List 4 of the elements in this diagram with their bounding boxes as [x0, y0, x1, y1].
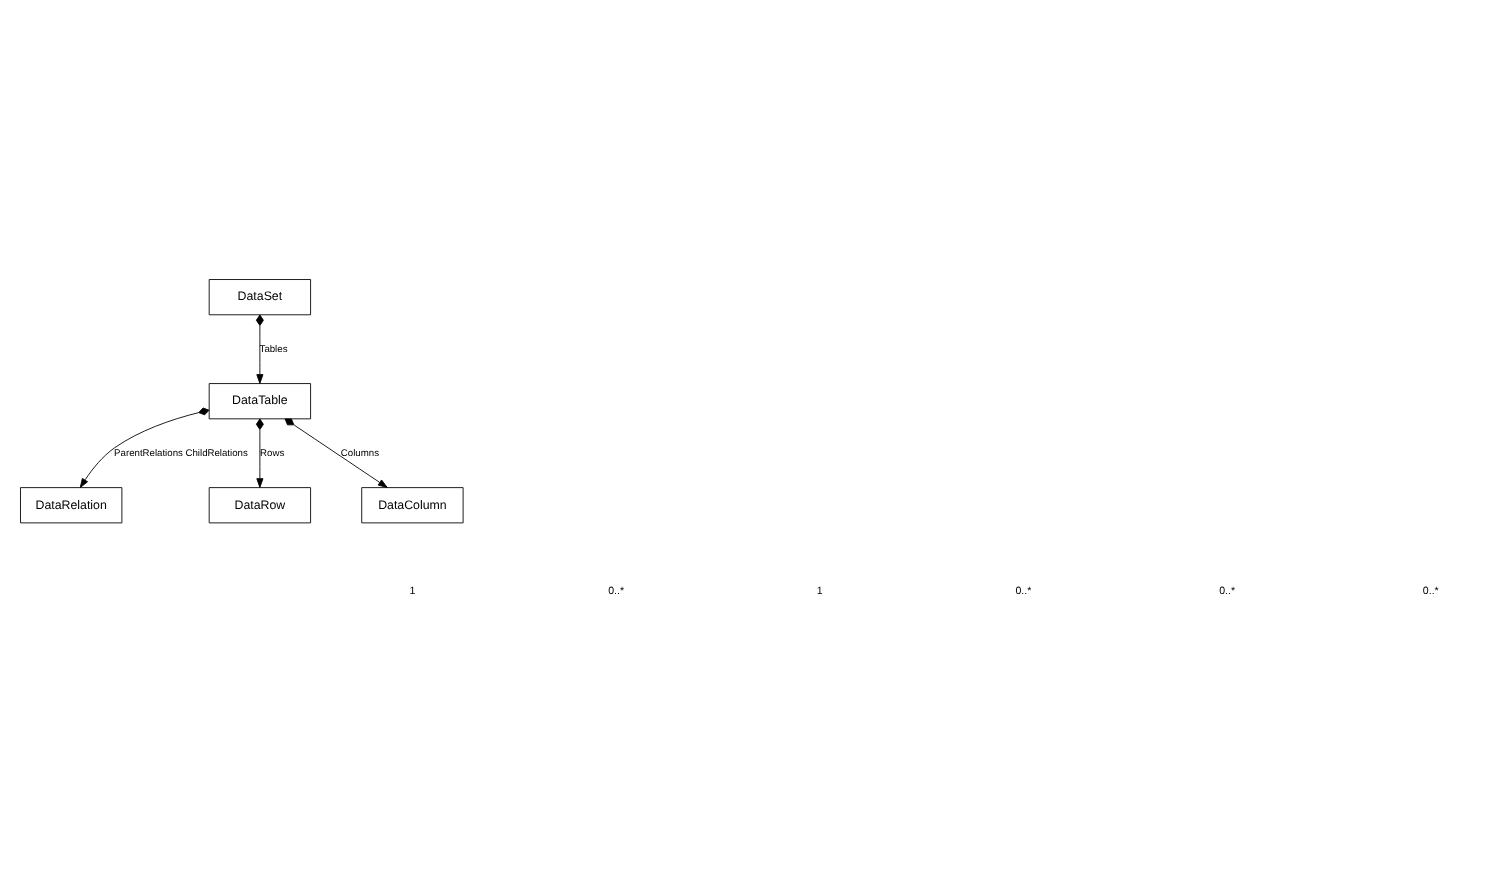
arrow	[79, 406, 210, 487]
arrow	[284, 417, 388, 487]
arrow	[255, 417, 264, 487]
arrow	[255, 313, 264, 383]
